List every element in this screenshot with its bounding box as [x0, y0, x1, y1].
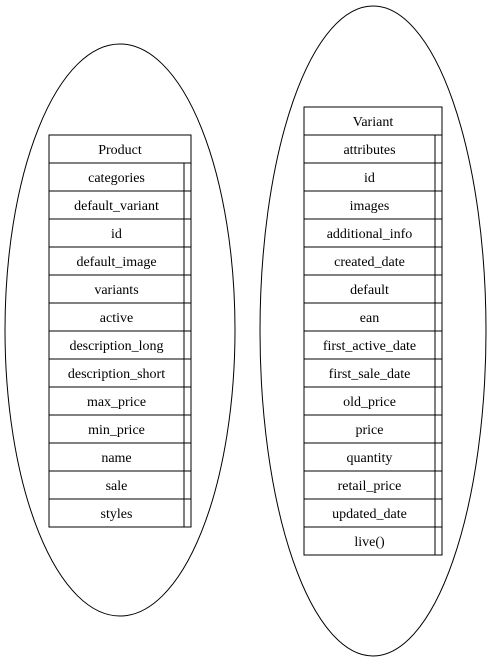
variant-cluster-ellipse [259, 5, 487, 657]
variant-field: additional_info [327, 227, 413, 242]
product-field: styles [101, 507, 133, 522]
variant-field: ean [360, 311, 379, 326]
product-field: id [111, 227, 122, 242]
product-field: variants [94, 283, 138, 298]
variant-field: id [364, 171, 375, 186]
variant-field: default [350, 283, 389, 298]
variant-field: created_date [334, 255, 405, 270]
variant-class-title: Variant [353, 115, 394, 130]
variant-field: attributes [343, 143, 395, 158]
variant-field: first_sale_date [329, 367, 411, 382]
variant-field: retail_price [338, 479, 402, 494]
variant-field: live() [354, 535, 385, 550]
product-field: categories [88, 171, 145, 186]
variant-field: price [356, 423, 384, 438]
product-class-title: Product [98, 143, 142, 158]
variant-field: images [350, 199, 390, 214]
product-field: sale [106, 479, 128, 494]
product-cluster-ellipse [4, 43, 236, 617]
product-field: active [100, 311, 133, 326]
variant-field: quantity [347, 451, 393, 466]
product-field: name [101, 451, 131, 466]
variant-field: old_price [343, 395, 396, 410]
variant-class-box: Variant attributes id images additional_info… [303, 106, 443, 556]
product-field: min_price [88, 423, 145, 438]
variant-cluster: Variant attributes id images additional_info… [259, 5, 487, 657]
product-field: description_short [68, 367, 165, 382]
variant-field: first_active_date [323, 339, 416, 354]
product-field: default_image [76, 255, 156, 270]
variant-field: updated_date [332, 507, 407, 522]
product-field: default_variant [74, 199, 159, 214]
product-field: max_price [87, 395, 146, 410]
product-field: description_long [69, 339, 163, 354]
